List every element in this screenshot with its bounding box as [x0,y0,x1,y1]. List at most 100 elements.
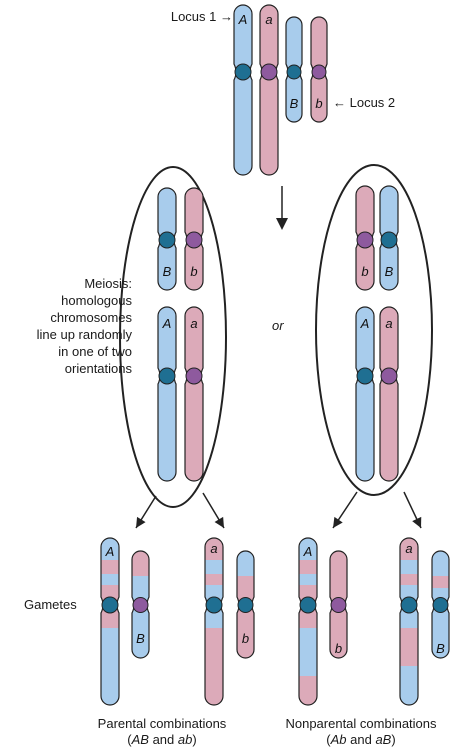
left-chr-B-outline [157,187,177,291]
arrow-left-1-head [136,516,146,528]
centromere [311,64,327,80]
top-chr-A-segment [234,5,252,175]
gamete-2-long-segment [205,538,223,560]
arrow-left-2-head [214,516,224,528]
gamete-2-short-segment [237,630,254,658]
centromere [260,63,278,81]
allele-label: b [335,641,342,656]
parental-subtitle: (AB and ab) [127,732,197,747]
gamete-1-long-segment [101,574,119,585]
gametes-label: Gametes [24,597,77,612]
centromere [299,596,317,614]
centromere [158,367,176,385]
meiosis-ellipse-right [315,164,433,496]
gamete-3-short: b [329,550,348,659]
gamete-2-long-segment [205,676,223,705]
parental-genotype-1: AB [131,732,149,747]
meiosis-line-2: homologous [61,293,132,308]
allele-label: A [238,12,248,27]
centromere [356,231,374,249]
gamete-3-long-segment [299,538,317,560]
meiosis-line-5: in one of two [58,344,132,359]
parental-genotype-2: ab [177,732,193,747]
gamete-4-long-segment [400,574,418,585]
gamete-3-long-segment [299,628,317,676]
left-chr-a: a [184,306,204,482]
gamete-1-short-segment [132,551,149,576]
gamete-3-long-segment [299,560,317,574]
allele-label: a [190,316,197,331]
allele-label: b [242,631,249,646]
gamete-4-short-outline [431,550,450,659]
left-chr-b: b [184,187,204,291]
allele-label: B [163,264,172,279]
gamete-3-long-outline [298,537,318,706]
gamete-4-short-segment [432,576,449,588]
right-chr-A: A [355,306,375,482]
centromere [132,597,149,613]
right-chr-b-outline [355,185,375,291]
top-chr-b: b [310,16,328,123]
gamete-2-short-segment [237,576,254,588]
allele-label: A [105,544,115,559]
gamete-1-short: B [131,550,150,659]
allele-label: a [210,541,217,556]
gamete-2-long: a [204,537,224,706]
gamete-3-long-segment [299,574,317,585]
or-label: or [272,318,284,333]
right-chr-B-outline [379,185,399,291]
gamete-4-long-segment [400,628,418,666]
right-chr-A-segment [356,307,374,481]
gamete-1-short-outline [131,550,150,659]
right-chr-A-outline [355,306,375,482]
gamete-4-long-segment [400,560,418,574]
allele-label: A [360,316,370,331]
gamete-2-long-segment [205,628,223,676]
allele-label: B [436,641,445,656]
gamete-3-short-outline [329,550,348,659]
left-chr-b-outline [184,187,204,291]
centromere [356,367,374,385]
nonparental-genotype-1: Ab [330,732,347,747]
allele-label: b [361,264,368,279]
nonparental-caption: Nonparental combinations (Ab and aB) [276,716,446,748]
gamete-3-long-segment [299,676,317,705]
locus-2-label: ← Locus 2 [333,95,396,110]
centromere [185,367,203,385]
meiosis-ellipse-left [119,166,227,508]
allele-label: B [290,96,299,111]
top-chr-A-outline [233,4,253,176]
allele-label: b [315,96,322,111]
centromere [101,596,119,614]
gamete-1-long-outline [100,537,120,706]
gamete-3-long: A [298,537,318,706]
gamete-2-long-segment [205,560,223,574]
nonparental-title: Nonparental combinations [285,716,437,731]
centromere [400,596,418,614]
left-chr-a-outline [184,306,204,482]
parental-title: Parental combinations [97,716,227,731]
gamete-2-short-segment [237,551,254,576]
gamete-4-short-segment [432,628,449,658]
arrow-right-1-head [333,516,343,528]
gamete-1-long: A [100,537,120,706]
top-chr-a-segment [260,5,278,175]
allele-label: B [136,631,145,646]
centromere [286,64,302,80]
gamete-4-short: B [431,550,450,659]
gamete-2-long-segment [205,574,223,585]
allele-label: b [190,264,197,279]
nonparental-genotype-2: aB [375,732,392,747]
gamete-1-long-segment [101,560,119,574]
gamete-1-short-segment [132,630,149,658]
gamete-2-short-outline [236,550,255,659]
meiosis-line-1: Meiosis: [84,276,132,291]
meiosis-label: Meiosis: homologous chromosomes line up … [37,275,132,377]
allele-label: a [385,316,392,331]
centromere [380,367,398,385]
right-chr-a-segment [380,307,398,481]
meiosis-line-6: orientations [64,361,132,376]
centromere [185,231,203,249]
centromere [237,597,254,613]
